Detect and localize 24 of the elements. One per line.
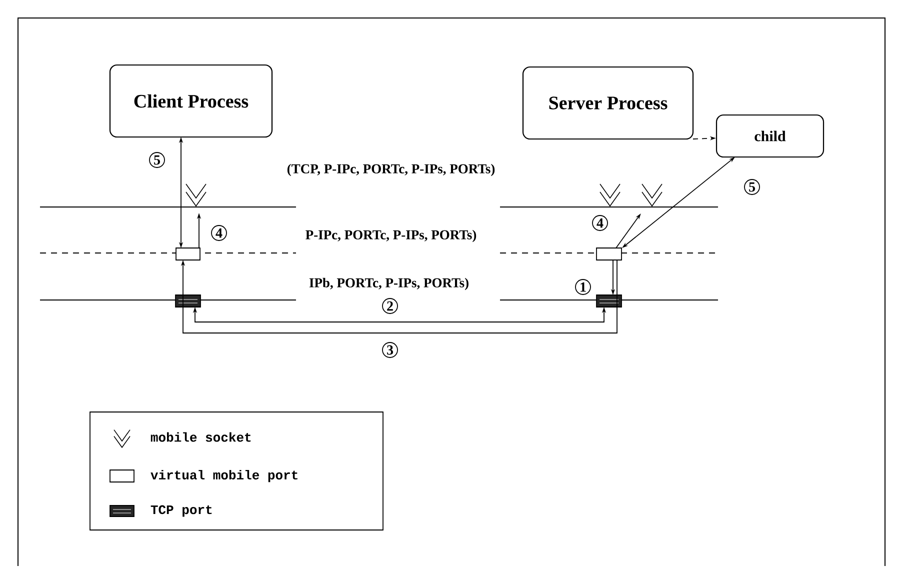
tcp-port-symbol xyxy=(596,294,622,308)
legend-text: mobile socket xyxy=(150,432,251,442)
virtual-port-box xyxy=(596,248,622,260)
process-box: Server Process xyxy=(522,66,694,140)
address-tuple: P-IPc, PORTc, P-IPs, PORTs) xyxy=(306,230,476,242)
step-number: 5 xyxy=(149,152,165,168)
step-number: 4 xyxy=(211,225,227,241)
process-box: child xyxy=(716,114,824,158)
address-tuple: (TCP, P-IPc, PORTc, P-IPs, PORTs) xyxy=(287,164,495,176)
address-tuple: IPb, PORTc, P-IPs, PORTs) xyxy=(309,278,468,290)
legend-text: virtual mobile port xyxy=(150,470,298,482)
mobile-socket-symbol xyxy=(186,184,206,207)
mobile-socket-symbol xyxy=(600,184,620,207)
arrow xyxy=(180,260,618,334)
tcp-port-symbol xyxy=(175,294,201,308)
step-number: 1 xyxy=(575,279,591,295)
process-box: Client Process xyxy=(109,64,273,138)
step-number: 3 xyxy=(382,342,398,358)
virtual-port-box xyxy=(176,248,200,260)
step-number: 4 xyxy=(592,215,608,231)
mobile-socket-symbol xyxy=(642,184,662,207)
legend-text: TCP port xyxy=(150,505,212,517)
step-number: 2 xyxy=(382,298,398,314)
step-number: 5 xyxy=(744,179,760,195)
